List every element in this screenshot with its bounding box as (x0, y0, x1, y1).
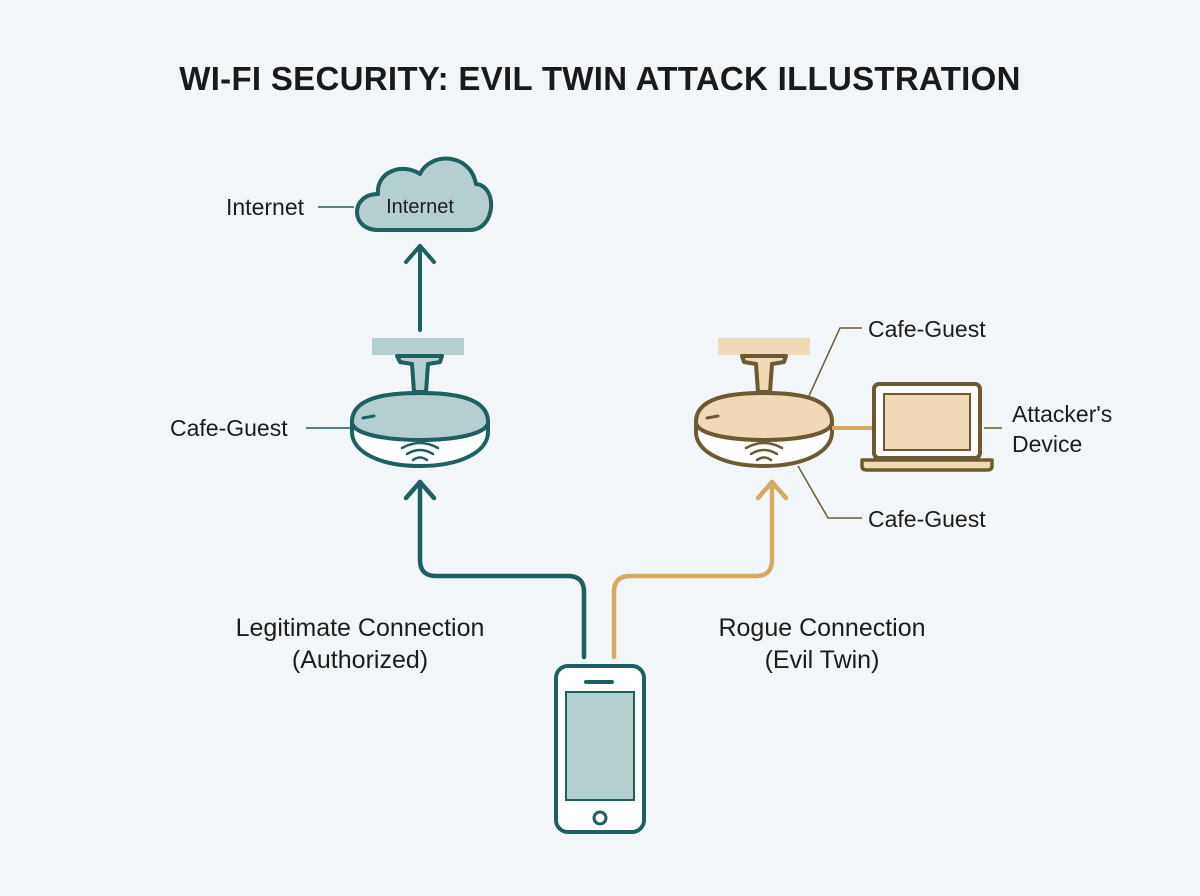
legit-connection-label: Legitimate Connection (Authorized) (200, 612, 520, 676)
rogue-connection-line2: (Evil Twin) (764, 646, 880, 674)
cloud-icon (355, 156, 493, 232)
attacker-device-label: Attacker's Device (1012, 399, 1112, 459)
smartphone-icon (554, 664, 646, 834)
legit-router-icon (350, 338, 490, 468)
rogue-router-icon (694, 338, 834, 468)
internet-label: Internet (226, 194, 304, 220)
cloud-label: Internet (386, 196, 454, 218)
rogue-connection-line1: Rogue Connection (718, 614, 926, 642)
legit-ap-label: Cafe-Guest (170, 415, 288, 441)
rogue-ap-label-top: Cafe-Guest (868, 316, 986, 342)
attacker-label-line2: Device (1012, 431, 1083, 457)
attacker-label-line1: Attacker's (1012, 401, 1113, 427)
laptop-icon (860, 382, 994, 472)
page-title: WI-FI SECURITY: EVIL TWIN ATTACK ILLUSTR… (179, 60, 1021, 97)
rogue-label-top-connector (807, 327, 862, 399)
uplink-arrow (404, 244, 436, 332)
legit-connection-path (403, 479, 587, 660)
rogue-connection-label: Rogue Connection (Evil Twin) (672, 612, 972, 676)
rogue-label-bottom-connector (797, 465, 862, 519)
rogue-connection-path (611, 479, 789, 660)
legit-connection-line1: Legitimate Connection (235, 614, 485, 642)
legit-connection-line2: (Authorized) (291, 646, 429, 674)
rogue-ap-label-bottom: Cafe-Guest (868, 506, 986, 532)
